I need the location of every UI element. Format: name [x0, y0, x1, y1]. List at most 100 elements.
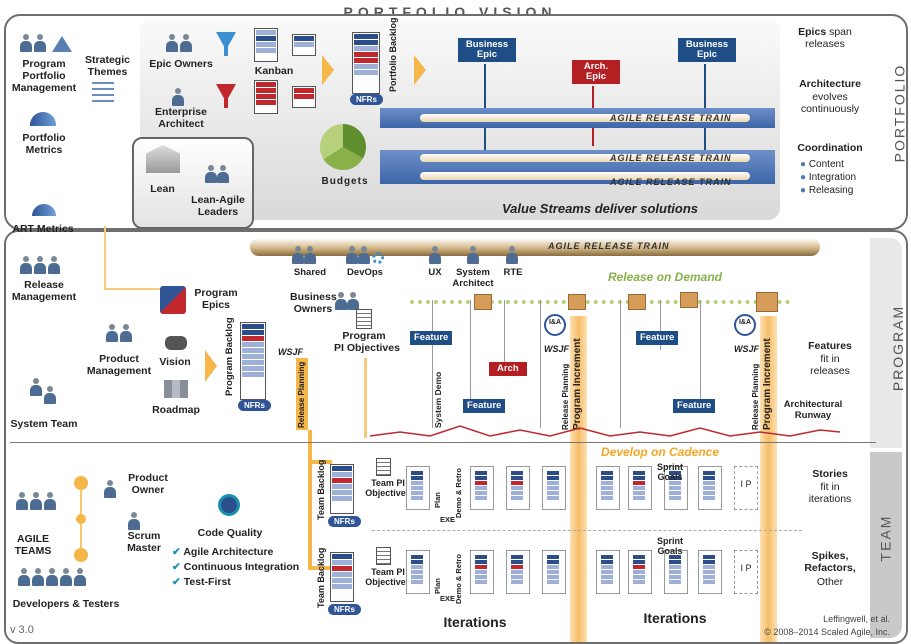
iteration-box: [698, 550, 722, 594]
ip-label: I P: [740, 563, 752, 573]
portfolio-metrics-icon: [30, 112, 56, 126]
iteration-box: [470, 550, 494, 594]
develop-on-cadence-label: Develop on Cadence: [600, 445, 720, 459]
program-art-label: AGILE RELEASE TRAIN: [548, 241, 670, 251]
iteration-story-stack: [601, 471, 613, 501]
team-objectives-doc-icon-2: [376, 547, 391, 565]
exe-label: EXE: [440, 515, 456, 524]
system-team-icon-2: [44, 386, 56, 404]
program-art-train: [250, 238, 820, 256]
product-management-label: Product Management: [86, 353, 152, 378]
architecture-label: Architecture: [799, 78, 861, 90]
lean-label: Lean: [150, 183, 175, 195]
lean-agile-leaders-label: Lean-Agile Leaders: [191, 194, 245, 219]
product-management-icon-2: [120, 324, 132, 342]
iteration-box: [664, 550, 688, 594]
team-side-bar: [870, 452, 902, 638]
iteration-story-stack: [547, 555, 559, 585]
epics-span-rest: span releases: [805, 26, 852, 51]
iteration-story-stack: [511, 471, 523, 501]
vision-label: Vision: [159, 356, 191, 368]
timeline-line-5: [620, 300, 621, 428]
team-backlog-stack-1: [330, 464, 354, 514]
art-train-3-body: [420, 172, 750, 180]
kanban-stack-2: [292, 34, 316, 56]
pi-wsjf-label: WSJF: [544, 344, 570, 354]
kanban-label: Kanban: [254, 65, 294, 77]
role-shared: Shared: [293, 267, 327, 278]
iteration-box: [542, 466, 566, 510]
features-label: Features: [808, 340, 852, 352]
copyright-label: © 2008–2014 Scaled Agile, Inc.: [764, 627, 890, 637]
epic-owners-icon-2: [180, 34, 192, 52]
team-nfrs-badge-1: NFRs: [328, 516, 361, 527]
team-pi-objectives-label-2: Team PI Objectives: [365, 567, 411, 588]
stories-fit-label: fit in iterations: [808, 481, 852, 506]
iteration-story-stack: [633, 471, 645, 501]
business-epic-badge-2: Business Epic: [678, 38, 736, 62]
portfolio-side-label: PORTFOLIO: [891, 63, 908, 163]
agile-teams-label: AGILE TEAMS: [14, 533, 52, 558]
program-increment-label-2: Program Increment: [762, 338, 773, 430]
stories-label: Stories: [812, 468, 848, 480]
timeline-line-1: [432, 300, 433, 428]
budgets-pie-icon: [320, 124, 366, 170]
system-team-icon: [30, 378, 42, 396]
devops-icon-2: [358, 246, 370, 264]
ia-icon-2: [734, 314, 756, 336]
release-management-icon: [20, 256, 32, 274]
coordination-label: Coordination: [797, 142, 863, 154]
code-quality-label: Code Quality: [197, 527, 263, 539]
feature-badge-1: Feature: [410, 331, 453, 345]
team-backlog-label-1: Team Backlog: [316, 459, 326, 520]
art-train-2-body: [420, 154, 750, 162]
sprint-goals-label-2: Sprint Goals: [657, 536, 683, 557]
system-team-label: System Team: [10, 418, 78, 430]
release-dotted-line: [410, 300, 790, 304]
roadmap-label: Roadmap: [152, 404, 200, 416]
timeline-line-4: [540, 300, 541, 428]
business-owners-icon-2: [347, 292, 359, 310]
role-devops: DevOps: [347, 267, 383, 278]
release-flow-branch-2: [308, 566, 332, 570]
ux-icon: [429, 246, 441, 264]
iteration-box: [628, 550, 652, 594]
epics-span-label: Epics span releases: [780, 26, 870, 50]
pi-column-1: [570, 316, 587, 642]
release-crate-3: [628, 294, 646, 310]
strategic-themes-label: Strategic Themes: [85, 54, 130, 79]
gear-icon: [372, 252, 384, 264]
release-management-icon-3: [48, 256, 60, 274]
binoculars-icon: [165, 336, 187, 350]
business-epic-badge: Business Epic: [458, 38, 516, 62]
exe-label-2: EXE: [440, 594, 456, 603]
agile-teams-icon: [16, 492, 28, 510]
sprint-goals-label: Sprint Goals: [657, 462, 683, 483]
iterations-label-1: Iterations: [443, 614, 507, 630]
portfolio-nfrs-badge: NFRs: [350, 94, 383, 105]
team-dot-small: [76, 514, 86, 524]
product-owner-label: Product Owner: [128, 472, 168, 497]
release-management-label: Release Management: [11, 279, 77, 304]
timeline-line-3: [504, 300, 505, 370]
program-backlog-stack: [240, 322, 266, 400]
scrum-master-icon: [128, 512, 140, 530]
architectural-runway-line: [370, 425, 840, 437]
art-train-1-label: AGILE RELEASE TRAIN: [610, 113, 732, 123]
features-fit-label: fit in releases: [810, 353, 850, 378]
strategic-themes-icon: [92, 82, 114, 106]
epic-owners-label: Epic Owners: [149, 58, 213, 70]
credit-label: Leffingwell, et al.: [823, 614, 890, 624]
team-nfrs-badge-2: NFRs: [328, 604, 361, 615]
check-icon-2: ✔: [172, 561, 181, 573]
program-pi-objectives-label: Program PI Objectives: [334, 330, 400, 355]
iteration-box: [698, 466, 722, 510]
portfolio-backlog-label: Portfolio Backlog: [388, 17, 398, 92]
portfolio-metrics-label: Portfolio Metrics: [22, 132, 66, 157]
business-owners-label: Business Owners: [290, 291, 337, 316]
release-crate-2: [568, 294, 586, 310]
iteration-box: [406, 466, 430, 510]
enterprise-architect-label: Enterprise Architect: [155, 106, 207, 131]
program-epics-label: Program Epics: [194, 287, 238, 312]
iteration-story-stack: [411, 471, 423, 501]
